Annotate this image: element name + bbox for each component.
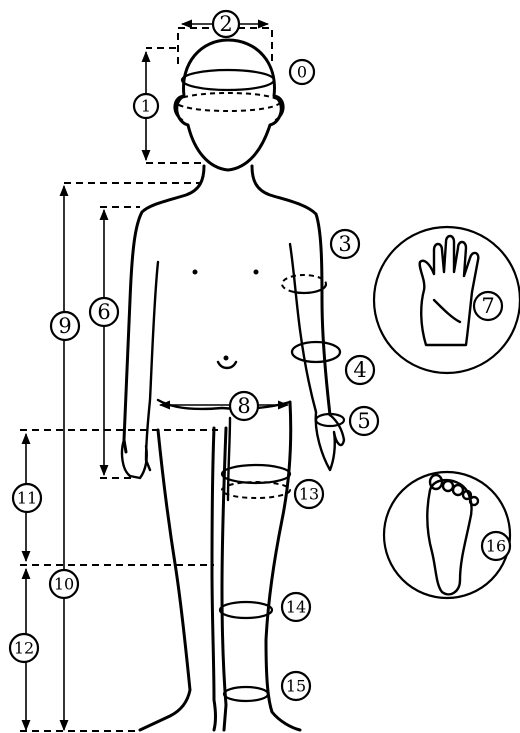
marker-2-text: 2 <box>219 12 232 36</box>
marker-12-text: 12 <box>14 639 34 658</box>
marker-5-text: 5 <box>357 409 370 433</box>
right-nipple <box>254 270 259 275</box>
marker-16-text: 16 <box>486 537 506 556</box>
marker-10: 10 <box>50 570 78 598</box>
marker-14-text: 14 <box>286 598 306 617</box>
marker-0-text: 0 <box>297 63 307 82</box>
marker-4-text: 4 <box>353 358 366 382</box>
right-arm-inner <box>290 244 316 412</box>
marker-4: 4 <box>346 356 374 384</box>
head-ring <box>182 70 274 90</box>
marker-8-text: 8 <box>237 394 250 418</box>
marker-13: 13 <box>295 480 323 508</box>
marker-7-text: 7 <box>481 294 494 318</box>
marker-10-text: 10 <box>54 575 74 594</box>
marker-9-text: 9 <box>58 314 71 338</box>
marker-3: 3 <box>331 230 359 258</box>
ankle-ring <box>224 687 268 701</box>
left-leg-inner <box>212 428 216 730</box>
marker-0: 0 <box>290 60 314 84</box>
marker-6-text: 6 <box>97 300 110 324</box>
forearm-ring <box>292 342 340 362</box>
marker-2: 2 <box>213 11 239 37</box>
marker-3-text: 3 <box>338 232 351 256</box>
marker-12: 12 <box>10 634 38 662</box>
marker-16: 16 <box>482 532 510 560</box>
marker-13-text: 13 <box>299 485 319 504</box>
marker-1-text: 1 <box>141 97 151 116</box>
left-nipple <box>193 270 198 275</box>
head-outline <box>177 40 281 170</box>
thigh-ring-front <box>222 482 290 498</box>
marker-9: 9 <box>51 312 79 340</box>
right-thigh-contour <box>228 418 230 500</box>
navel <box>218 362 236 368</box>
marker-11-text: 11 <box>17 489 37 508</box>
marker-6: 6 <box>90 298 118 326</box>
marker-1: 1 <box>134 94 158 118</box>
marker-14: 14 <box>282 593 310 621</box>
marker-8: 8 <box>230 392 258 420</box>
marker-15-text: 15 <box>286 677 306 696</box>
right-hand <box>316 412 344 470</box>
navel-dot <box>224 356 229 361</box>
left-leg-outer <box>140 430 190 730</box>
marker-5: 5 <box>350 407 378 435</box>
marker-15: 15 <box>282 672 310 700</box>
thigh-ring-back <box>222 465 290 483</box>
left-arm-inner <box>146 262 158 470</box>
head-level-ring <box>176 93 280 111</box>
calf-ring <box>220 602 272 618</box>
marker-11: 11 <box>13 484 41 512</box>
marker-7: 7 <box>474 292 502 320</box>
child-figure <box>122 40 344 730</box>
